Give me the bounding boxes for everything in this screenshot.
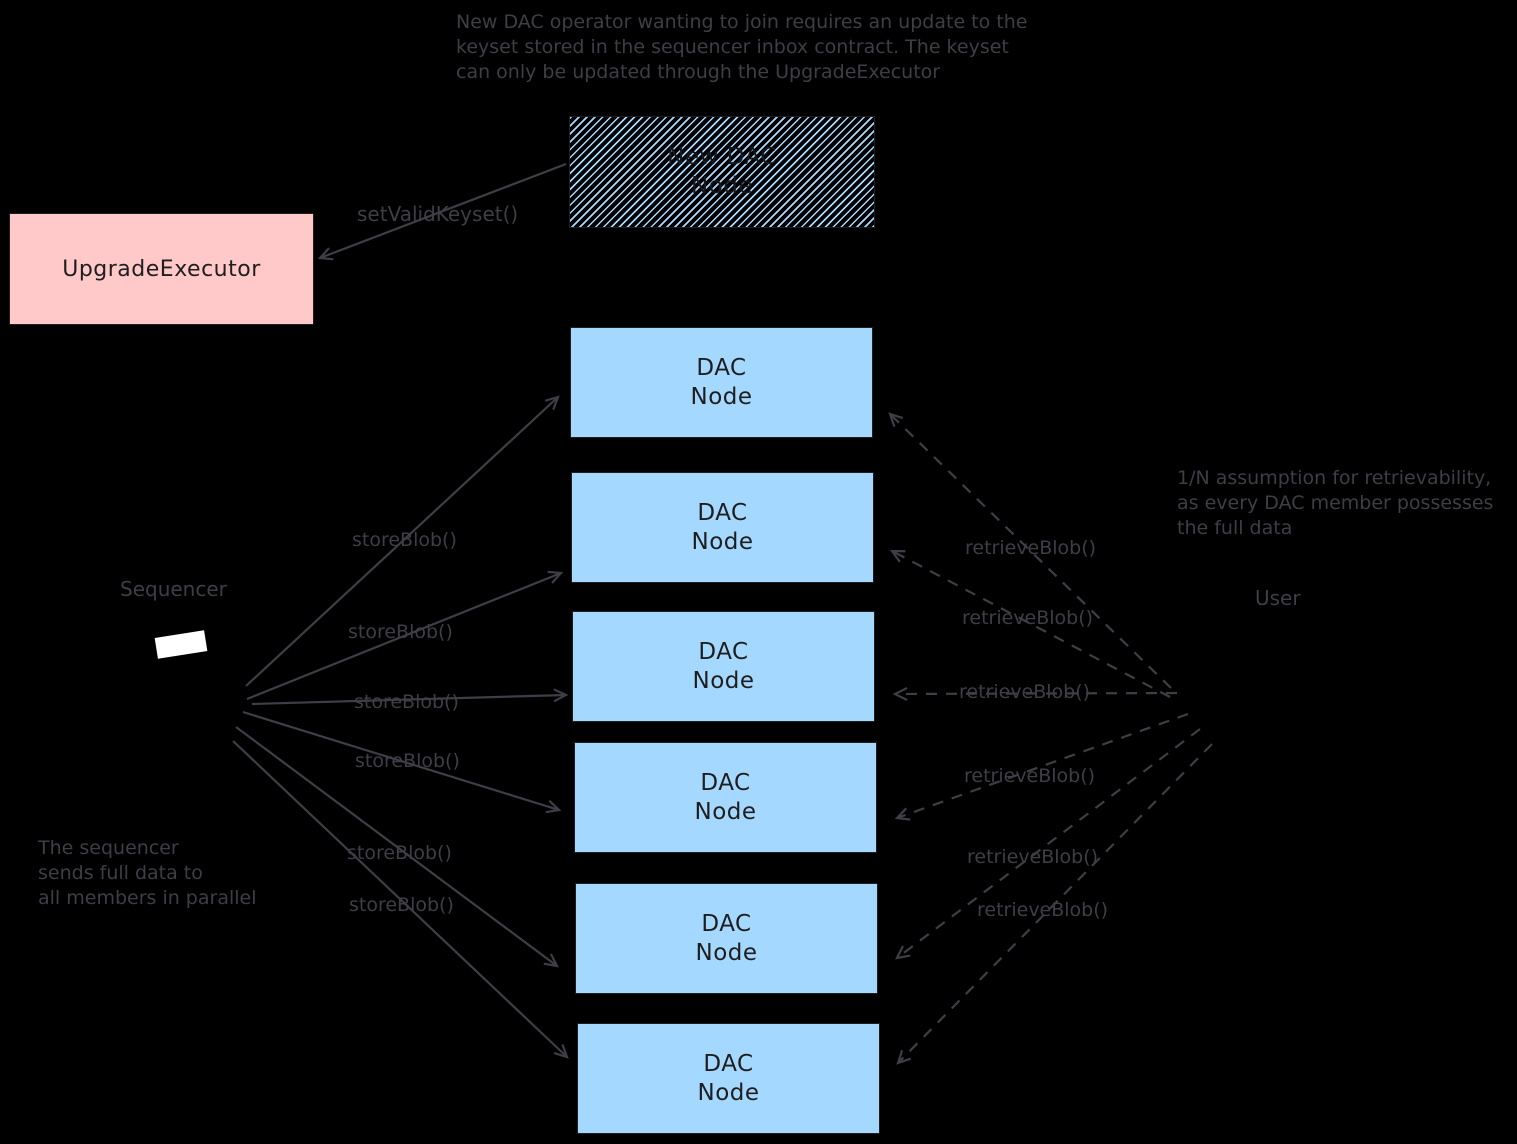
dac-node-label-line2: Node [694, 798, 757, 825]
dac-node-label-line2: Node [691, 528, 754, 555]
retrieve-blob-label-4: retrieveBlob() [964, 765, 1096, 787]
dac-node-label-line2: Node [692, 667, 755, 694]
store-blob-label-5: storeBlob() [347, 842, 452, 864]
dac-node-label-line2: Node [690, 383, 753, 410]
retrieve-blob-label-6: retrieveBlob() [977, 899, 1109, 921]
new-dac-node-label-line2: Node [690, 173, 754, 199]
retrieve-blob-label-2: retrieveBlob() [962, 607, 1094, 629]
dac-node-label-line1: DAC [698, 638, 749, 665]
store-blob-label-3: storeBlob() [354, 691, 459, 713]
new-dac-node-box: New DAC Node [569, 116, 875, 228]
note-line: the full data [1177, 517, 1293, 539]
sequencer-laptop-screen-icon [154, 630, 208, 659]
note-line: keyset stored in the sequencer inbox con… [456, 36, 1009, 58]
dac-node-label-line1: DAC [697, 499, 748, 526]
note-line: 1/N assumption for retrievability, [1177, 467, 1492, 489]
retrieve-blob-label-3: retrieveBlob() [959, 681, 1091, 703]
store-blob-label-1: storeBlob() [352, 529, 457, 551]
keyset-note: New DAC operator wanting to join require… [456, 10, 1027, 85]
retrieve-blob-arrow-5 [895, 728, 1201, 960]
dac-node-box-4: DAC Node [574, 742, 877, 853]
dac-node-box-1: DAC Node [570, 327, 873, 438]
dac-node-box-6: DAC Node [577, 1023, 880, 1134]
store-blob-label-2: storeBlob() [348, 621, 453, 643]
new-dac-node-label-line1: New DAC [667, 144, 777, 170]
dac-node-label-line1: DAC [701, 910, 752, 937]
store-blob-label-6: storeBlob() [349, 894, 454, 916]
retrieve-blob-label-5: retrieveBlob() [967, 846, 1099, 868]
note-line: as every DAC member possesses [1177, 492, 1494, 514]
sequencer-label: Sequencer [120, 577, 227, 601]
note-line: sends full data to [38, 862, 203, 884]
upgrade-executor-box: UpgradeExecutor [9, 213, 314, 325]
retrieve-blob-label-1: retrieveBlob() [965, 537, 1097, 559]
dac-node-label-line1: DAC [696, 354, 747, 381]
store-blob-label-4: storeBlob() [355, 750, 460, 772]
note-line: can only be updated through the UpgradeE… [456, 61, 941, 83]
dac-node-label-line1: DAC [700, 769, 751, 796]
dac-node-box-3: DAC Node [572, 611, 875, 722]
retrievability-note: 1/N assumption for retrievability, as ev… [1177, 466, 1493, 541]
parallel-note: The sequencer sends full data to all mem… [38, 836, 257, 911]
note-line: all members in parallel [38, 887, 257, 909]
user-label: User [1255, 586, 1301, 610]
dac-node-label-line1: DAC [703, 1050, 754, 1077]
upgrade-executor-label: UpgradeExecutor [62, 256, 261, 282]
dac-node-label-line2: Node [695, 939, 758, 966]
set-valid-keyset-label: setValidKeyset() [357, 202, 519, 226]
dac-node-box-5: DAC Node [575, 883, 878, 994]
dac-node-label-line2: Node [697, 1079, 760, 1106]
note-line: New DAC operator wanting to join require… [456, 11, 1028, 33]
dac-node-box-2: DAC Node [571, 472, 874, 583]
note-line: The sequencer [38, 837, 179, 859]
